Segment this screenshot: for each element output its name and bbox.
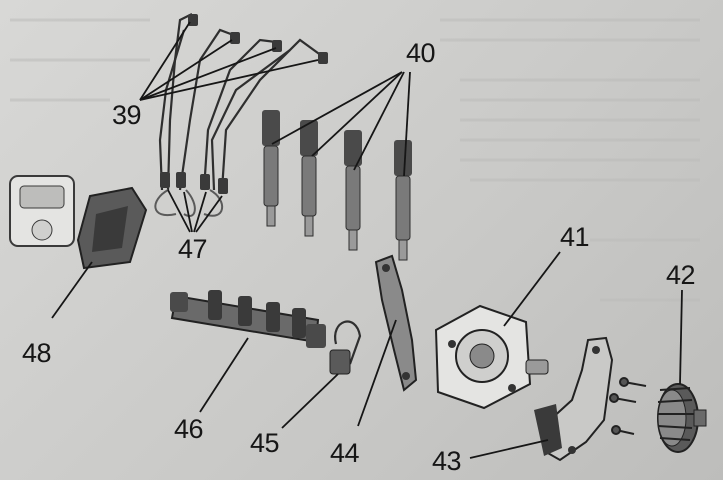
fuel-rail xyxy=(170,290,326,348)
high-pressure-pump xyxy=(434,304,549,410)
callout-40: 40 xyxy=(406,38,436,68)
callout-leader-48 xyxy=(51,261,93,319)
background-text-lines xyxy=(10,18,700,302)
injectors xyxy=(262,110,412,261)
callout-leader-46 xyxy=(199,337,249,413)
callout-42: 42 xyxy=(666,260,696,290)
callout-leaders-47 xyxy=(167,189,223,233)
callout-41: 41 xyxy=(560,222,590,252)
callout-leaders-39 xyxy=(139,21,319,101)
callout-48: 48 xyxy=(22,338,52,368)
fuel-return-hoses xyxy=(154,189,224,217)
callout-leaders-40 xyxy=(271,71,411,177)
callout-43: 43 xyxy=(432,446,462,476)
callout-44: 44 xyxy=(330,438,360,468)
callout-45: 45 xyxy=(250,428,280,458)
pipe-fittings xyxy=(160,14,328,194)
callout-leader-42 xyxy=(679,289,683,385)
callout-47: 47 xyxy=(178,234,208,264)
callout-39: 39 xyxy=(112,100,142,130)
support-bracket xyxy=(374,254,418,392)
housing-assembly xyxy=(9,175,148,270)
callout-leader-43 xyxy=(469,439,549,459)
callout-46: 46 xyxy=(174,414,204,444)
callout-leader-45 xyxy=(281,373,339,429)
sprocket xyxy=(657,383,707,453)
bolts xyxy=(609,377,647,435)
callout-leader-41 xyxy=(503,251,561,327)
callout-leader-44 xyxy=(357,319,397,427)
high-pressure-pipes xyxy=(158,13,323,191)
pump-bracket xyxy=(534,336,647,462)
pressure-pipe xyxy=(329,320,362,375)
